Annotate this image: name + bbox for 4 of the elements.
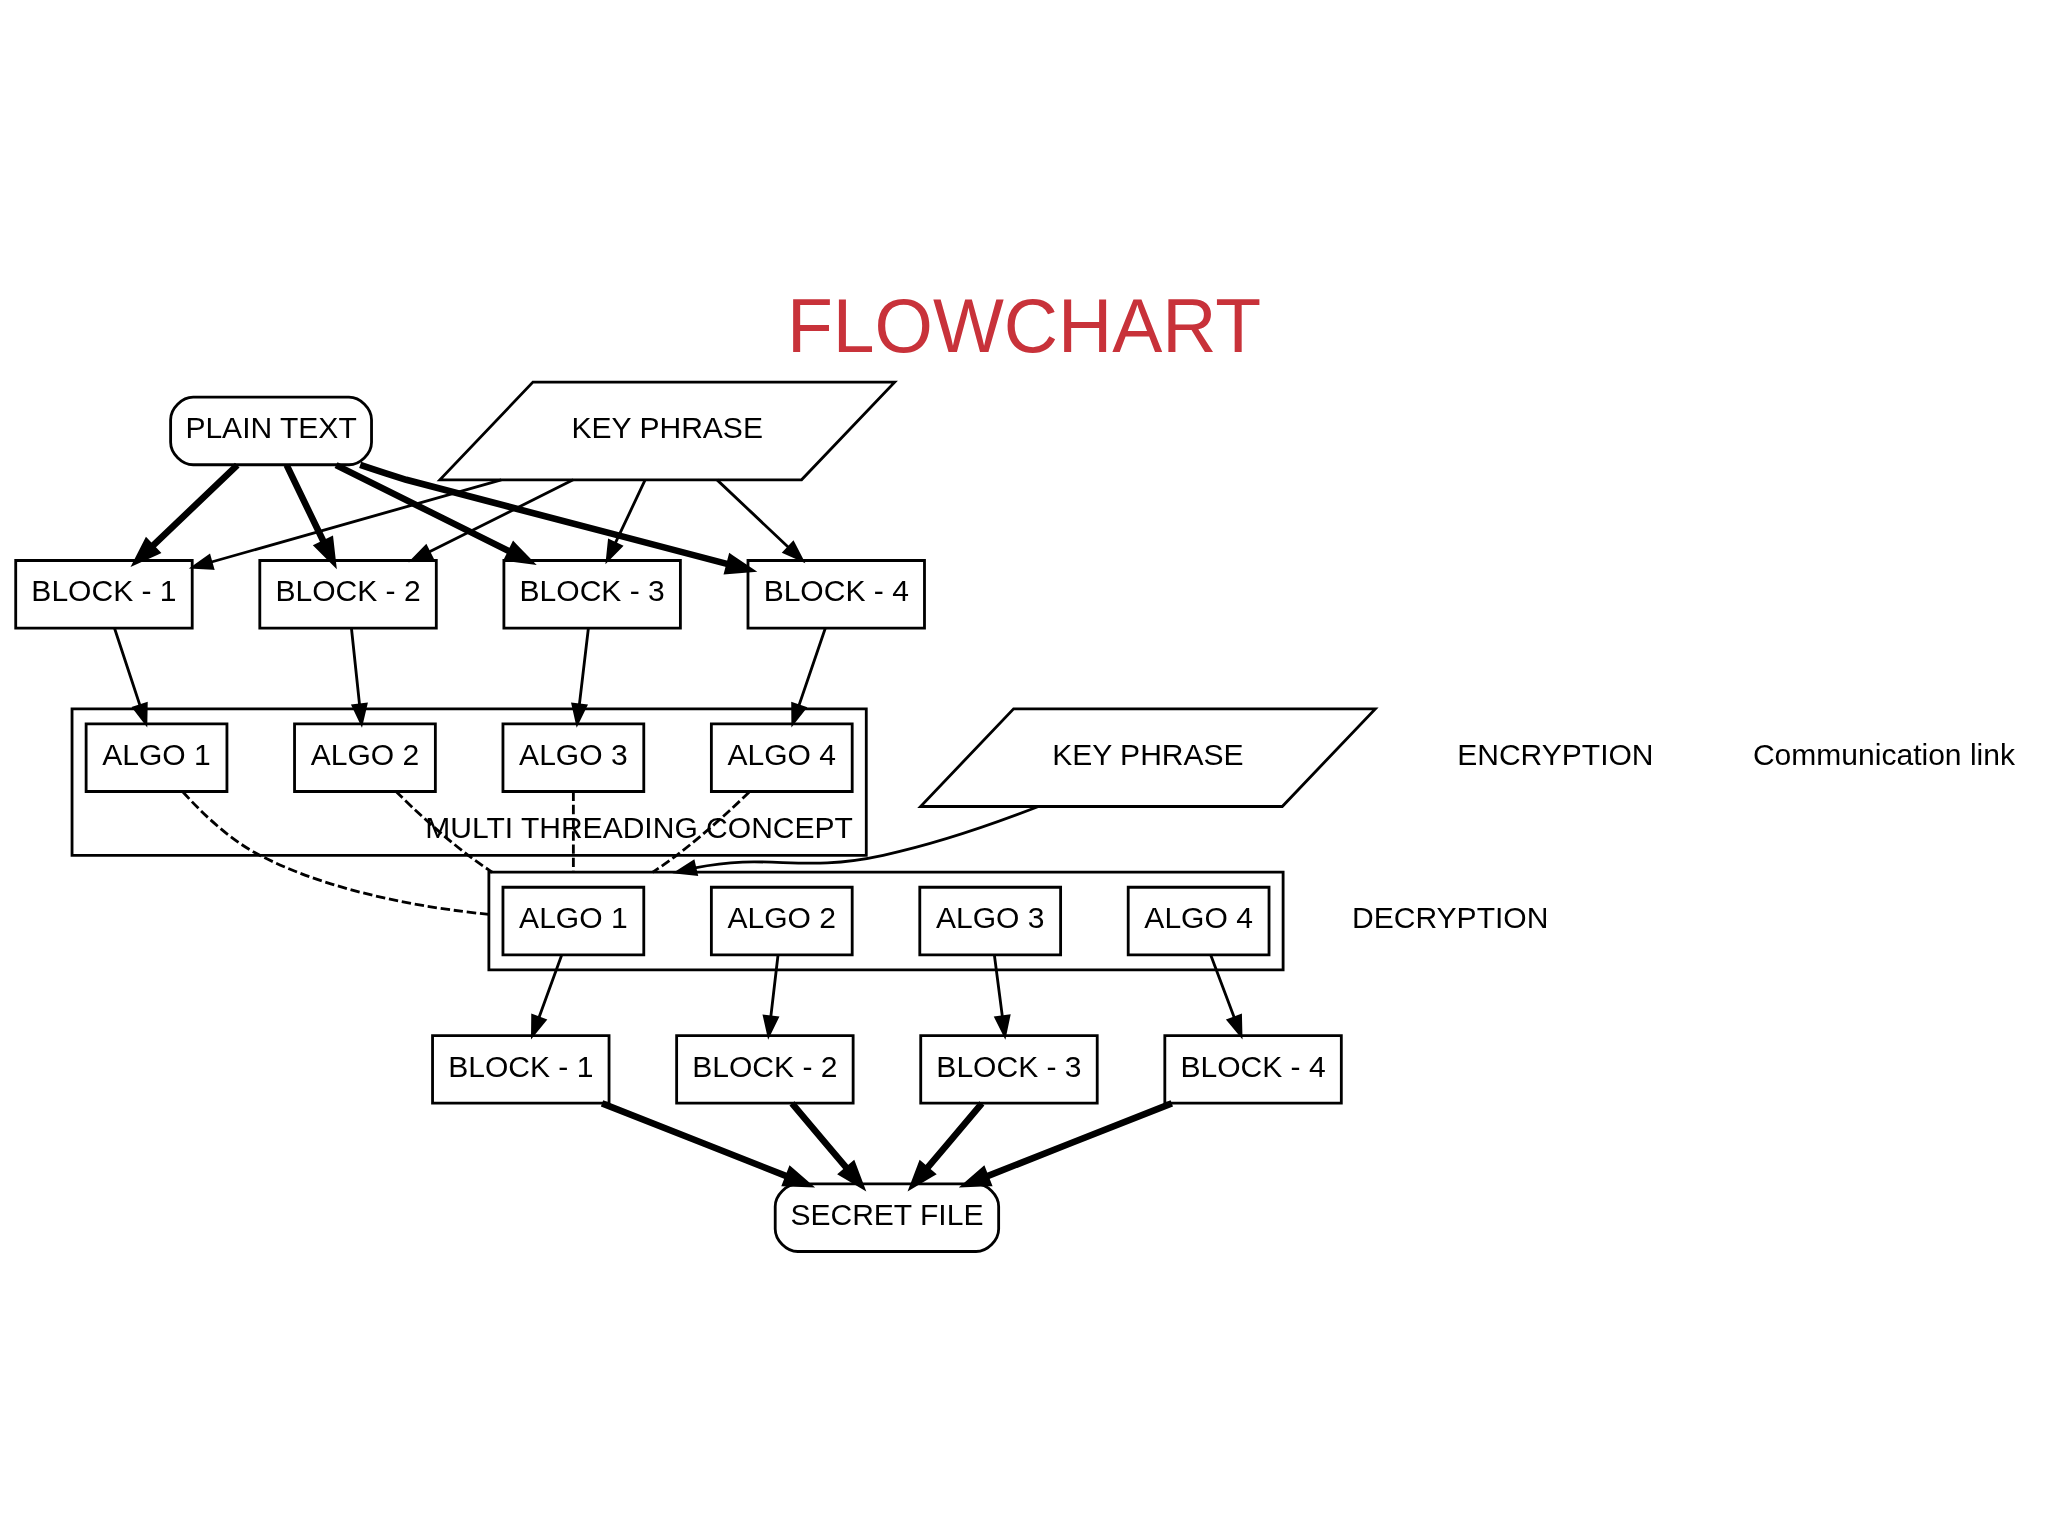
diagram-title: FLOWCHART [786,284,1262,369]
label: ENCRYPTION [1457,737,1654,771]
label: Communication link [1752,737,2015,771]
label: DECRYPTION [1352,901,1549,935]
